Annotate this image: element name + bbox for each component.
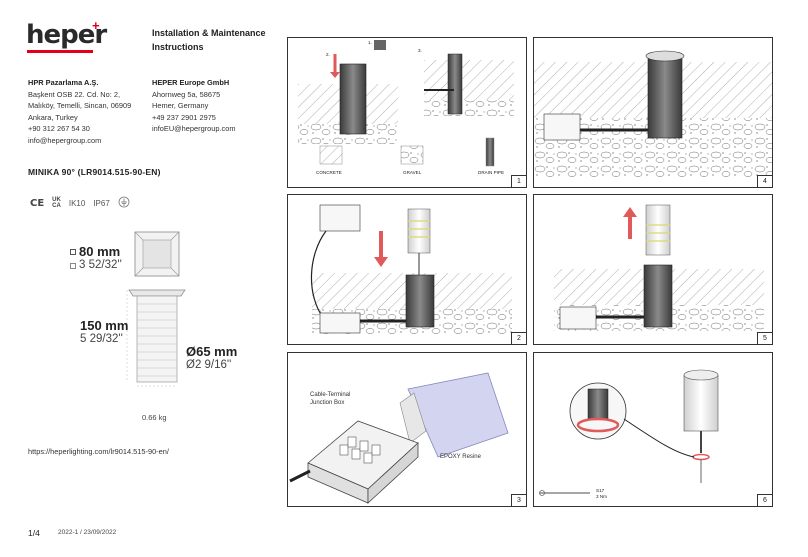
logo-plus-icon: +: [92, 18, 100, 33]
diameter-inches: Ø2 9/16'': [186, 359, 232, 371]
model-name: MINIKA 90° (LR9014.515-90-EN): [28, 167, 161, 177]
height-mm: 150 mm: [80, 318, 129, 333]
logo-underline: [27, 50, 93, 53]
phone-number: +49 237 2901 2975: [152, 112, 216, 122]
ground-symbol-icon: [118, 196, 130, 210]
address-europe: HEPER Europe GmbH Ahornweg 5a, 58675 Hem…: [152, 77, 236, 135]
torque-spec: S17 3 Nm: [596, 488, 607, 499]
address-line: Hemer, Germany: [152, 101, 209, 110]
document-title: Installation & Maintenance Instructions: [152, 26, 282, 54]
product-url-link[interactable]: https://heperlighting.com/lr9014.515-90-…: [28, 447, 169, 456]
step-panel-6: S17 3 Nm 6: [533, 352, 773, 507]
material-label-concrete: CONCRETE: [316, 170, 342, 175]
step-panel-2: 2: [287, 194, 527, 345]
height-dimension: 150 mm 5 29/32'': [80, 319, 128, 346]
width-inches: 3 52/32'': [79, 259, 122, 271]
ik-rating: IK10: [68, 198, 86, 208]
address-line: Ahornweg 5a, 58675: [152, 89, 221, 99]
ce-mark-icon: CE: [30, 197, 45, 209]
company-name-tr: HPR Pazarlama A.Ş.: [28, 78, 99, 87]
step-panel-5: 5: [533, 194, 773, 345]
panel-number: 6: [757, 494, 772, 506]
height-inches: 5 29/32'': [80, 333, 123, 345]
address-line: Ankara, Turkey: [28, 112, 78, 122]
width-mm: 80 mm: [79, 244, 121, 259]
panel-number: 2: [511, 332, 526, 344]
address-line: Başkent OSB 22. Cd. No: 2,: [28, 89, 121, 99]
email-link[interactable]: info@hepergroup.com: [28, 135, 102, 145]
product-dimension-drawing: [126, 231, 186, 387]
panel-number: 3: [511, 494, 526, 506]
product-weight: 0.66 kg: [142, 413, 167, 422]
diameter-mm: Ø65 mm: [186, 344, 238, 359]
heper-logo: heper +: [26, 18, 107, 53]
address-line: Malıköy, Temelli, Sincan, 06909: [28, 101, 132, 110]
panel-number: 1: [511, 175, 526, 187]
step-label: 2.: [326, 52, 330, 57]
epoxy-label: EPOXY Resine: [440, 454, 481, 460]
step-panel-3: Cable-Terminal Junction Box EPOXY Resine…: [287, 352, 527, 507]
title-line-2: Instructions: [152, 42, 204, 52]
company-name-eu: HEPER Europe GmbH: [152, 78, 230, 87]
material-label-gravel: GRAVEL: [403, 170, 422, 175]
page-number: 1/4: [28, 528, 40, 538]
document-version: 2022-1 / 23/09/2022: [58, 529, 117, 536]
junction-box-label: Cable-Terminal Junction Box: [310, 392, 351, 406]
step-panel-1: 1. 2. 3. CONCRETE GRAVEL DRAIN PIPE 1: [287, 37, 527, 188]
title-line-1: Installation & Maintenance: [152, 28, 266, 38]
email-link[interactable]: infoEU@hepergroup.com: [152, 124, 236, 133]
step-label: 3.: [418, 48, 422, 53]
diameter-dimension: Ø65 mm Ø2 9/16'': [186, 345, 237, 372]
logo-wordmark: heper: [26, 20, 107, 50]
step-panel-4: 4: [533, 37, 773, 188]
ip-rating: IP67: [93, 198, 110, 208]
phone-number: +90 312 267 54 30: [28, 124, 90, 133]
material-label-drain-pipe: DRAIN PIPE: [478, 170, 505, 175]
panel-number: 5: [757, 332, 772, 344]
step-label: 1.: [368, 40, 372, 45]
width-dimension: 80 mm 3 52/32'': [70, 245, 122, 272]
panel-number: 4: [757, 175, 772, 187]
address-turkey: HPR Pazarlama A.Ş. Başkent OSB 22. Cd. N…: [28, 77, 131, 146]
